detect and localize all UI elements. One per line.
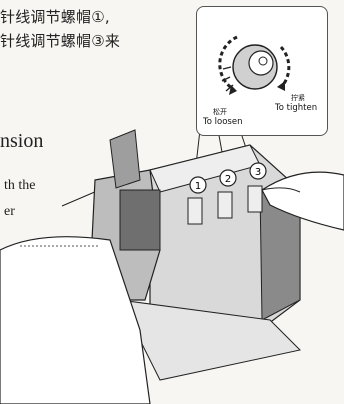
front-cover: [0, 236, 151, 404]
hand: [261, 171, 344, 231]
knob-direction-inset: 拧紧 To tighten 松开 To loosen: [196, 6, 328, 136]
knob-inset-drawing: [218, 35, 291, 95]
callout-2: 2: [225, 174, 231, 185]
tighten-arrow-head: [277, 81, 285, 91]
needle-area: [119, 189, 161, 251]
en-text-fragment-2: er: [4, 204, 15, 219]
cn-instruction-line-1: 针线调节螺帽①,: [0, 8, 110, 26]
hand-finger: [261, 187, 301, 193]
en-text-fragment-1: th the: [4, 178, 36, 193]
tension-knob-1: [189, 176, 207, 194]
knob-shaft-2: [217, 191, 233, 219]
knob-center: [258, 56, 268, 66]
bed-plate: [119, 299, 302, 381]
tighten-label-cn: 拧紧: [291, 94, 305, 102]
tension-knobs: [187, 162, 267, 225]
loosen-arrow-head: [229, 85, 237, 95]
cn-instruction-line-2: 针线调节螺帽③来: [0, 32, 121, 50]
knob-shaft-1: [187, 197, 203, 225]
tighten-arrow: [279, 45, 291, 86]
knob-shaft-3: [247, 185, 263, 213]
callout-1: 1: [195, 181, 201, 192]
tension-knob-2: [219, 169, 237, 187]
en-section-heading: nsion: [0, 130, 44, 152]
callout-3: 3: [255, 167, 261, 178]
loosen-arrow: [218, 35, 238, 91]
loosen-label-en: To loosen: [203, 117, 243, 127]
thread-guide-post: [109, 129, 141, 189]
tension-knob-3: [249, 162, 267, 180]
loosen-label-cn: 松开: [213, 108, 227, 116]
tighten-label-en: To tighten: [275, 103, 318, 113]
